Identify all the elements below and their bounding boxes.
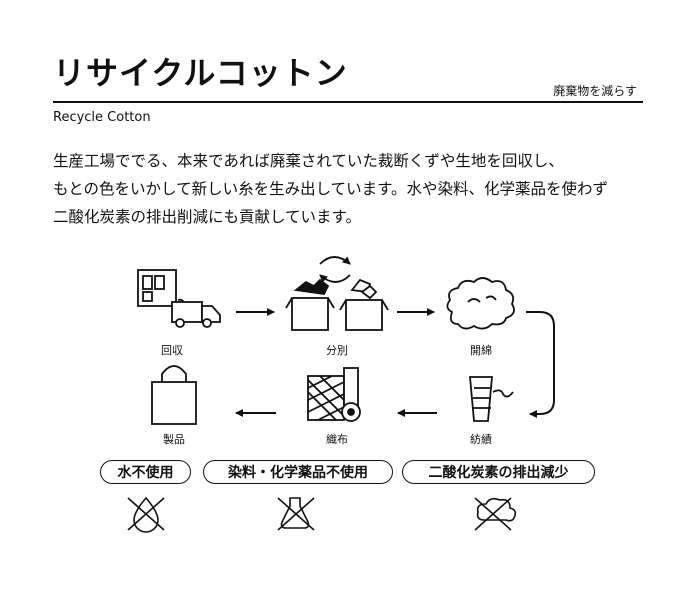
step-label: 紡績 <box>470 432 492 446</box>
weaving-fabric-icon <box>307 367 361 422</box>
product-bag-icon <box>151 365 197 425</box>
description-line: 生産工場ででる、本来であれば廃棄されていた裁断くずや生地を回収し、 <box>53 152 564 170</box>
opening-cotton-icon <box>446 277 515 330</box>
page-subtitle: Recycle Cotton <box>53 110 151 125</box>
step-label: 分別 <box>326 344 348 357</box>
title-divider <box>53 101 643 103</box>
step-label: 織布 <box>326 433 348 446</box>
description-line: もとの色をいかして新しい糸を生み出しています。水や染料、化学薬品を使わず <box>53 180 609 198</box>
flow-arrow <box>526 311 555 418</box>
sorting-boxes-icon <box>285 256 389 331</box>
step-label: 製品 <box>163 432 185 446</box>
step-label: 開綿 <box>470 343 492 357</box>
no-water-icon <box>127 496 165 533</box>
spinning-thread-icon <box>469 376 514 422</box>
no-chemicals-icon <box>277 497 315 531</box>
tagline: 廃棄物を減らす <box>553 84 637 98</box>
collection-truck-icon <box>137 269 221 328</box>
benefit-badge: 二酸化炭素の排出減少 <box>402 460 595 484</box>
description: 生産工場ででる、本来であれば廃棄されていた裁断くずや生地を回収し、 もとの色をい… <box>53 147 653 231</box>
step-label: 回収 <box>161 344 183 357</box>
benefit-badge: 水不使用 <box>100 460 191 484</box>
benefit-label: 二酸化炭素の排出減少 <box>428 465 569 481</box>
reduced-co2-icon <box>474 497 517 531</box>
page-title: リサイクルコットン <box>53 54 348 92</box>
benefit-label: 水不使用 <box>117 465 174 481</box>
benefit-badge: 染料・化学薬品不使用 <box>203 460 393 484</box>
description-line: 二酸化炭素の排出削減にも貢献しています。 <box>53 208 361 226</box>
benefit-label: 染料・化学薬品不使用 <box>228 465 368 481</box>
